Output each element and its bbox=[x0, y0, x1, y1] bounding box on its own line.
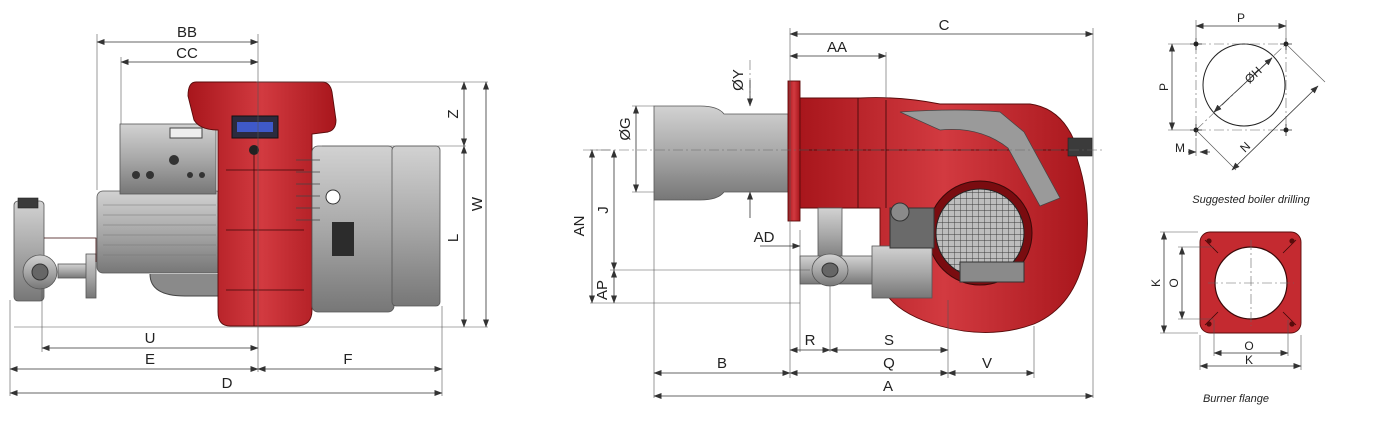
dim-label-r: R bbox=[805, 332, 816, 349]
motor-fins bbox=[103, 204, 216, 256]
front-view: C AA ØY ØG AN J AD AP B R S Q V A bbox=[571, 17, 1105, 399]
dim-label-c: C bbox=[939, 17, 950, 34]
dim-label-o-bottom: O bbox=[1244, 339, 1253, 353]
dim-label-p-side: P bbox=[1157, 83, 1171, 91]
dim-label-ad: AD bbox=[754, 229, 775, 246]
flange-bolts bbox=[1206, 238, 1295, 327]
fan-grille bbox=[296, 159, 320, 221]
burner-body-front bbox=[653, 80, 1093, 333]
brand-logo bbox=[325, 189, 341, 205]
side-extension-lines bbox=[9, 34, 488, 396]
burner-body-side bbox=[13, 81, 441, 327]
dim-label-u: U bbox=[145, 330, 156, 347]
blast-tube bbox=[653, 105, 789, 201]
dim-label-aa: AA bbox=[827, 39, 847, 56]
drilling-caption: Suggested boiler drilling bbox=[1192, 194, 1310, 206]
dim-label-v: V bbox=[982, 355, 992, 372]
dim-label-m: M bbox=[1175, 141, 1185, 155]
damper-hub bbox=[890, 202, 910, 222]
gas-flange bbox=[85, 253, 97, 299]
motor-housing bbox=[96, 190, 223, 274]
dim-label-q: Q bbox=[883, 355, 895, 372]
dim-label-o-side: O bbox=[1167, 278, 1181, 287]
control-display bbox=[169, 127, 203, 139]
drill-circle bbox=[1202, 43, 1286, 127]
dim-label-b: B bbox=[717, 355, 727, 372]
air-cover bbox=[391, 145, 441, 307]
dim-label-j: J bbox=[595, 206, 612, 214]
dim-label-f: F bbox=[343, 351, 352, 368]
flange-ribs bbox=[1204, 239, 1297, 326]
burner-flange-view: K O O K Burner flange bbox=[1149, 231, 1302, 405]
lcd-screen bbox=[237, 122, 273, 132]
flange-caption: Burner flange bbox=[1203, 393, 1269, 405]
dim-label-og: ØG bbox=[617, 117, 634, 140]
valve-block bbox=[871, 245, 933, 299]
side-dimension-lines bbox=[9, 39, 489, 396]
dim-label-n: N bbox=[1237, 139, 1253, 155]
boiler-drilling-view: P P ØH M N Suggested boiler drilling bbox=[1157, 11, 1326, 206]
dim-label-p-top: P bbox=[1237, 11, 1245, 25]
control-rail bbox=[959, 261, 1025, 283]
flange-centre-lines bbox=[1208, 240, 1294, 326]
front-extension-lines bbox=[590, 28, 1094, 398]
gas-riser bbox=[817, 207, 843, 263]
flange-dimension-lines bbox=[1161, 231, 1302, 369]
valve-cap bbox=[17, 197, 39, 209]
air-damper-motor bbox=[332, 222, 354, 256]
dim-label-an: AN bbox=[571, 216, 588, 237]
drilling-dimension-lines bbox=[1169, 23, 1319, 171]
dim-label-s: S bbox=[884, 332, 894, 349]
control-knobs bbox=[132, 155, 205, 179]
housing-bolt bbox=[249, 145, 259, 155]
fan-housing-side bbox=[187, 81, 337, 327]
dim-label-z: Z bbox=[445, 109, 462, 118]
dim-label-d: D bbox=[222, 375, 233, 392]
front-dimension-lines bbox=[589, 31, 1094, 399]
air-channel bbox=[899, 109, 1061, 207]
gas-inlet-bore bbox=[821, 262, 839, 278]
motor-base bbox=[149, 273, 223, 297]
pressure-switch bbox=[1067, 137, 1093, 157]
dim-label-a: A bbox=[883, 378, 893, 395]
dim-label-k-bottom: K bbox=[1245, 353, 1253, 367]
gas-filter-core bbox=[31, 263, 49, 281]
dim-label-k-side: K bbox=[1149, 279, 1163, 287]
dim-label-w: W bbox=[469, 196, 486, 211]
housing-ribs bbox=[226, 169, 304, 291]
dim-label-oy: ØY bbox=[730, 69, 747, 91]
dim-label-bb: BB bbox=[177, 24, 197, 41]
dim-label-l: L bbox=[445, 234, 462, 242]
side-view: BB CC Z L W U E F D bbox=[9, 24, 489, 396]
dim-label-cc: CC bbox=[176, 45, 198, 62]
dim-label-e: E bbox=[145, 351, 155, 368]
pilot-line bbox=[44, 237, 97, 262]
dim-label-ap: AP bbox=[594, 280, 611, 300]
